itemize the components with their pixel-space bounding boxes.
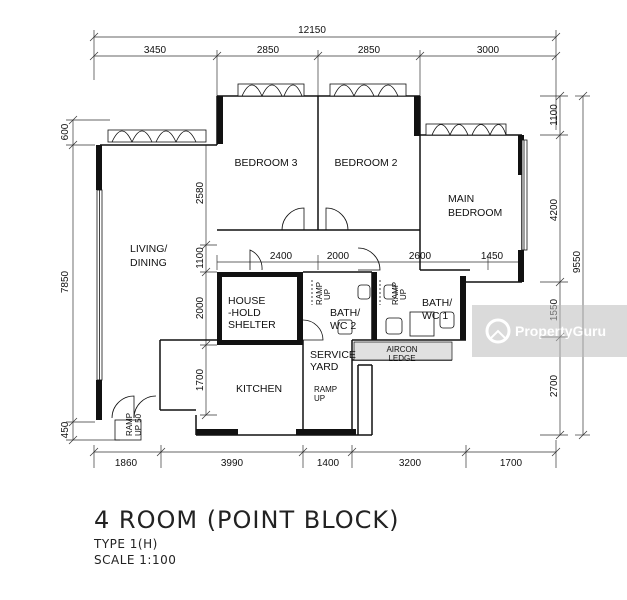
ramp-label-1: RAMP [314, 385, 337, 394]
windows [96, 83, 528, 381]
shelter-label-1: HOUSE [228, 295, 265, 307]
ramp-main-label-2: UP 50 [134, 413, 143, 436]
dim-top-1: 3450 [144, 45, 167, 56]
shelter-label-3: SHELTER [228, 319, 276, 331]
bedroom3-label: BEDROOM 3 [234, 157, 297, 169]
dim-top-2: 2850 [257, 45, 280, 56]
fixtures [114, 280, 455, 441]
dim-mid-1: 2400 [270, 251, 293, 262]
bath2-label-1: BATH/ [330, 307, 360, 319]
dim-top-3: 2850 [358, 45, 381, 56]
dim-bottom-3: 1400 [317, 458, 340, 469]
dim-left-inner-4: 1700 [195, 368, 206, 391]
dim-left-inner-1: 2580 [195, 181, 206, 204]
dim-top-4: 3000 [477, 45, 500, 56]
main-bedroom-label-2: BEDROOM [448, 207, 502, 219]
kitchen-label: KITCHEN [236, 383, 282, 395]
dim-bottom-1: 1860 [115, 458, 138, 469]
aircon-label-1: AIRCON [386, 345, 417, 354]
room-labels: BEDROOM 3 BEDROOM 2 MAIN BEDROOM LIVING/… [125, 157, 502, 436]
service-yard-label-1: SERVICE [310, 349, 356, 361]
overall-width-label: 12150 [298, 25, 326, 36]
ramp-label-2: UP [314, 394, 325, 403]
dim-mid-3: 2600 [409, 251, 432, 262]
doors [111, 207, 381, 419]
dim-left-3: 450 [60, 421, 71, 438]
dim-bottom-5: 1700 [500, 458, 523, 469]
dim-right-overall: 9550 [572, 250, 583, 273]
bath1-label-1: BATH/ [422, 297, 452, 309]
aircon-ledge-area [353, 341, 453, 361]
plan-type: TYPE 1(H) [94, 537, 158, 551]
dim-left-inner-2: 1100 [195, 247, 206, 269]
dim-left-inner-3: 2000 [195, 296, 206, 319]
dim-right-inner-2: 4200 [549, 198, 560, 221]
watermark-text: PropertyGuru [515, 323, 606, 339]
living-label-1: LIVING/ [130, 243, 167, 255]
bath2-ramp-label-1: RAMP [315, 282, 324, 305]
ramp-main-label-1: RAMP [125, 413, 134, 436]
dim-left-2: 7850 [60, 270, 71, 293]
dim-right-inner-4: 2700 [549, 374, 560, 397]
dim-mid-2: 2000 [327, 251, 350, 262]
dim-right-inner-1: 1100 [549, 104, 560, 126]
dim-mid-4: 1450 [481, 251, 504, 262]
propertyguru-watermark: PropertyGuru [472, 305, 627, 357]
bedroom2-label: BEDROOM 2 [334, 157, 397, 169]
dim-bottom-2: 3990 [221, 458, 244, 469]
bath2-ramp-label-2: UP [323, 289, 332, 300]
bath1-ramp-label-2: UP [399, 289, 408, 300]
living-label-2: DINING [130, 257, 167, 269]
aircon-label-2: LEDGE [388, 354, 415, 363]
bath1-label-2: WC 1 [422, 310, 448, 322]
bath1-ramp-label-1: RAMP [391, 282, 400, 305]
shelter-label-2: -HOLD [228, 307, 261, 319]
dim-left-1: 600 [60, 123, 71, 140]
bath2-label-2: WC 2 [330, 320, 356, 332]
dim-bottom-4: 3200 [399, 458, 422, 469]
propertyguru-logo-icon [485, 318, 511, 344]
plan-scale: SCALE 1:100 [94, 553, 177, 567]
service-yard-label-2: YARD [310, 361, 339, 373]
plan-title: 4 ROOM (POINT BLOCK) [94, 506, 400, 534]
main-bedroom-label-1: MAIN [448, 193, 474, 205]
